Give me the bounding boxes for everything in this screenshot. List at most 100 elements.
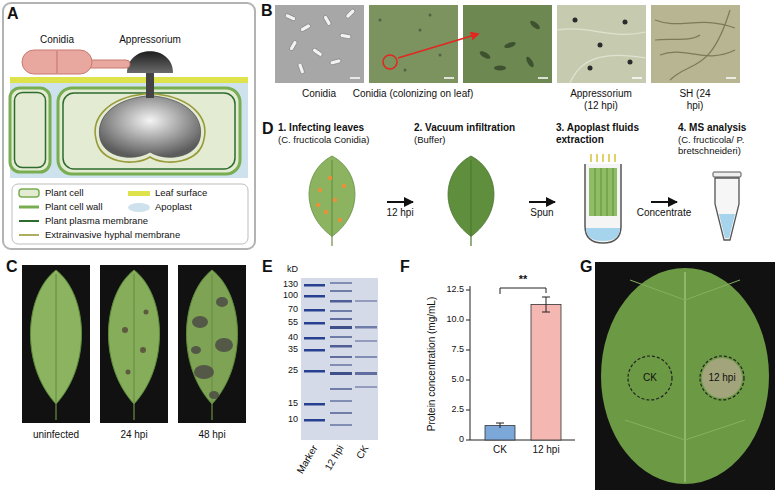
- panel-letter: A: [7, 5, 19, 23]
- panel-d-workflow-art: [602, 154, 604, 162]
- marker-size: 10: [288, 414, 298, 424]
- panel-c-leaf-photos: [144, 310, 149, 315]
- panel-a-illustration: [99, 96, 200, 157]
- panel-d-workflow-art: [309, 154, 741, 246]
- panel-b-micrographs: [557, 29, 646, 83]
- panel-c-leaf-photos: [140, 347, 146, 353]
- panel-d-workflow-art: [614, 154, 616, 162]
- marker-size: 55: [288, 317, 298, 327]
- panel-e-gel: [355, 326, 377, 329]
- panel-g-leaf-photo: [685, 280, 740, 300]
- panel-c-leaf-photos: [56, 274, 212, 420]
- panel-b-micrographs: [479, 19, 542, 70]
- panel-e-gel: [355, 300, 377, 302]
- panel-c-leaf-photos: [22, 265, 90, 423]
- spot-label: CK: [643, 372, 657, 384]
- panel-e-gel: [330, 326, 352, 329]
- lane-label: 12 hpi: [322, 443, 346, 472]
- panel-f-bar-chart: [466, 440, 470, 441]
- panel-b-micrographs: [289, 40, 298, 52]
- panel-d-workflow-art: [589, 168, 617, 216]
- step-title: 3. Apoplast fluids extraction: [556, 122, 650, 146]
- panel-b-micrographs: [494, 66, 506, 71]
- panel-f-bar-chart: [466, 286, 575, 440]
- panel-b-micrographs: [379, 19, 382, 22]
- panel-d-workflow-art: [331, 160, 332, 246]
- panel-f-bar-chart: [466, 320, 470, 321]
- panel-b-micrographs: [312, 47, 323, 57]
- panel-e-gel: [330, 388, 352, 390]
- panel-d-workflow-art: [607, 168, 608, 216]
- panel-b-micrographs: [623, 20, 628, 25]
- panel-letter: B: [261, 2, 273, 20]
- panel-letter: C: [6, 258, 18, 276]
- legend-item: Plant cell wall: [18, 202, 103, 213]
- panel-a-illustration: [10, 82, 248, 178]
- legend-text: Apoplast: [155, 202, 192, 213]
- legend-sample: [18, 188, 40, 198]
- marker-size: 100: [283, 290, 298, 300]
- process-step: 3. Apoplast fluids extraction: [556, 122, 650, 248]
- panel-b-micrographs: [323, 15, 332, 27]
- panel-e-gel: [330, 300, 352, 303]
- connector-group: [387, 202, 677, 203]
- panel-b-micrographs: [383, 55, 397, 69]
- panel-e-gel: [330, 424, 352, 426]
- panel-d-workflow-art: [470, 160, 471, 246]
- panel-b-micrographs: [726, 77, 736, 79]
- legend-item: Plant plasma membrane: [18, 216, 148, 227]
- panel-b-micrographs: [350, 77, 736, 79]
- panel-b-micrographs: [404, 69, 407, 72]
- panel-e-gel: [304, 284, 325, 422]
- panel-b-micrographs: [670, 10, 730, 80]
- panel-f-bar-chart: [500, 423, 501, 428]
- panel-f-bar-chart: [466, 410, 470, 411]
- panel-f-bar-chart: [542, 297, 550, 298]
- panel-e-gel: [330, 364, 352, 366]
- panel-b-micrographs: [504, 41, 517, 50]
- panel-d-workflow-art: [316, 176, 346, 222]
- panel-d-workflow-art: [595, 168, 613, 216]
- panel-e-gel: [301, 278, 378, 440]
- panel-b-micrographs: [538, 77, 548, 79]
- panel-letter: F: [400, 258, 410, 276]
- panel-e-gel: [304, 322, 325, 325]
- panel-c-leaf-photos: [194, 365, 214, 379]
- panel-c-leaf-photos: [22, 265, 246, 423]
- panel-e-gel: [330, 345, 352, 348]
- tick-label: 10.0: [446, 314, 464, 324]
- process-arrow: [651, 201, 677, 203]
- panel-e-gel: [330, 400, 352, 402]
- panel-g-leaf-photo: [625, 280, 745, 440]
- tick-label: 12.5: [446, 284, 464, 294]
- panel-g-leaf-photo: [630, 280, 685, 300]
- panel-e-gel: [355, 372, 377, 375]
- panel-b-micrographs: [557, 29, 646, 34]
- panel-b-micrographs: [285, 13, 297, 21]
- step-detail: (C. fructicola/ P. bretschneideri): [678, 134, 775, 157]
- panel-f-bar-chart: [542, 312, 550, 313]
- panel-b-micrographs: [525, 56, 535, 69]
- panel-e-gel: [330, 356, 352, 358]
- image-caption: Conidia: [302, 88, 336, 100]
- panel-b-micrographs: [573, 18, 633, 71]
- panel-letter: D: [262, 120, 274, 138]
- legend-sample: [19, 220, 39, 222]
- structure-label: Conidia: [40, 34, 74, 46]
- panel-f-bar-chart: [496, 423, 504, 424]
- panel-g-leaf-photo: [702, 358, 742, 398]
- panel-b-micrographs: [655, 10, 735, 80]
- legend-sample: [18, 202, 40, 212]
- legend-item: Apoplast: [128, 202, 192, 213]
- axis-title: Protein concentration (mg/mL): [426, 297, 438, 432]
- marker-size: 70: [288, 304, 298, 314]
- panel-d-workflow-art: [601, 168, 602, 216]
- panel-e-gel: [304, 337, 325, 340]
- panel-b-micrographs: [651, 5, 740, 83]
- marker-size: 25: [288, 365, 298, 375]
- panel-f-bar-chart: [531, 304, 561, 440]
- panel-d-workflow-art: [318, 188, 322, 192]
- panel-c-leaf-photos: [100, 265, 168, 423]
